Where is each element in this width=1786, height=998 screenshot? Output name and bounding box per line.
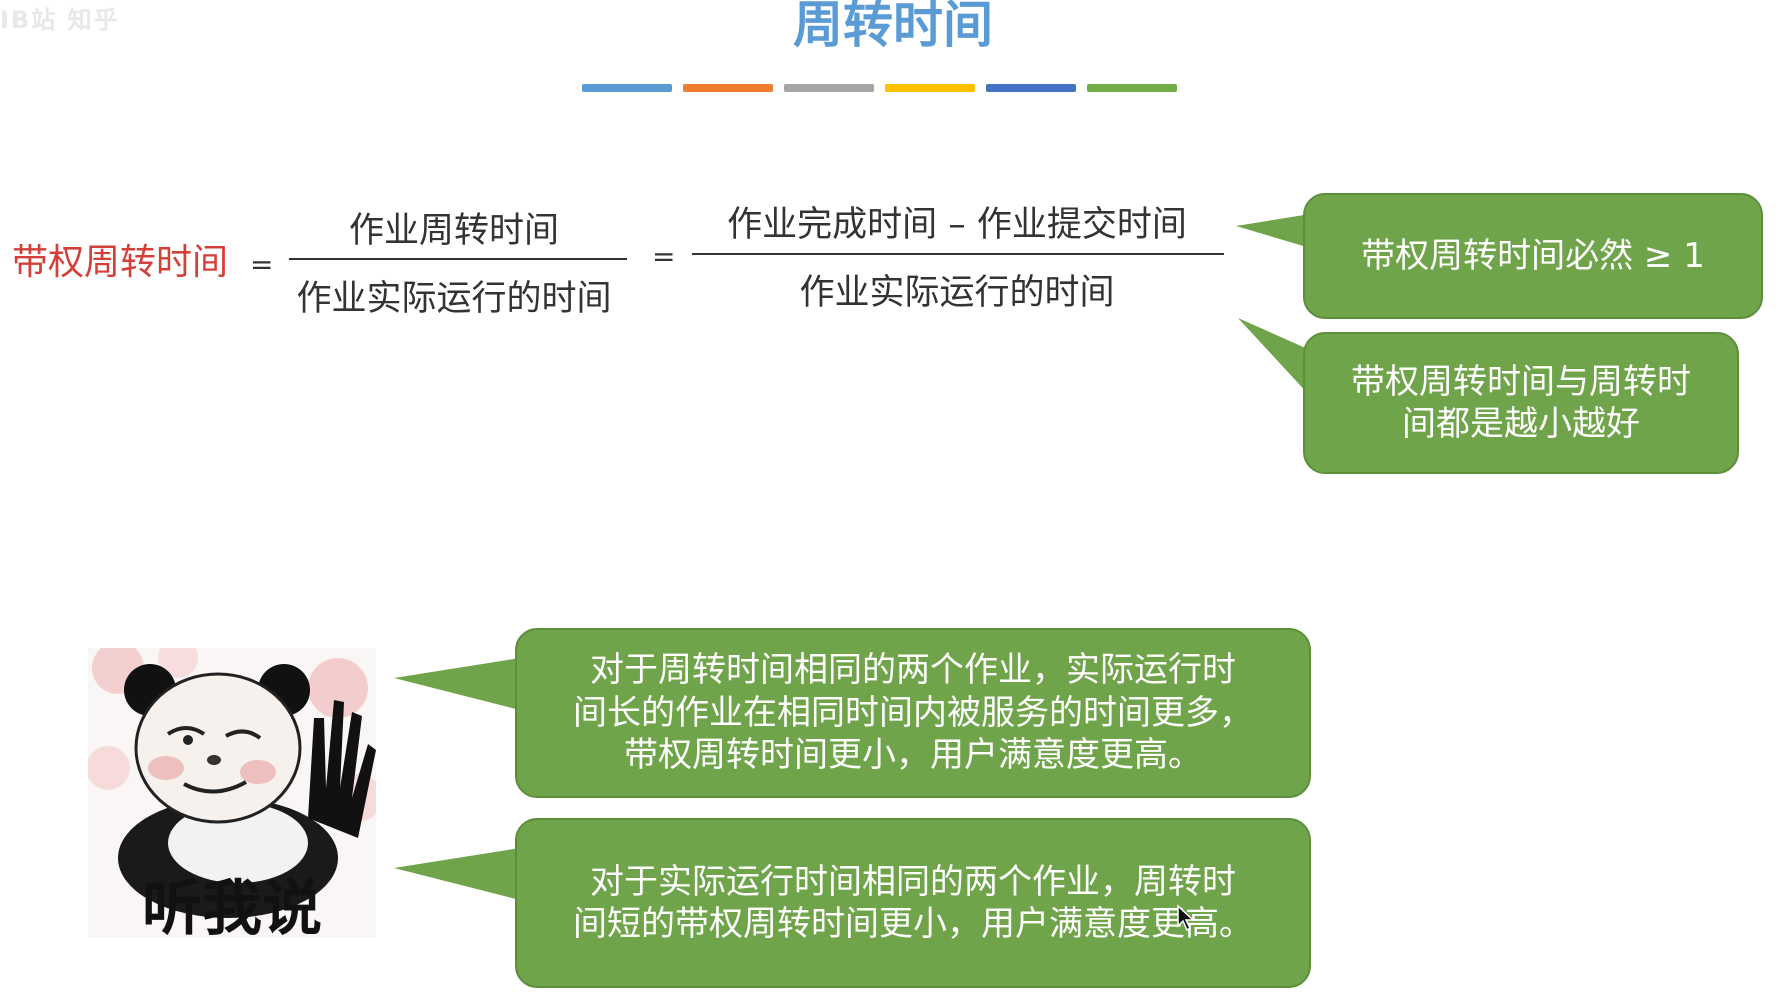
fraction1-denominator: 作业实际运行的时间 (296, 279, 612, 319)
fraction1-bar (289, 258, 627, 260)
fraction2-bar (692, 253, 1224, 255)
bubble3-tail (394, 658, 520, 710)
title-divider (582, 84, 1188, 92)
bubble-text-line: 对于周转时间相同的两个作业，实际运行时 (590, 650, 1236, 691)
speech-bubble-smaller-better: 带权周转时间与周转时 间都是越小越好 (1303, 332, 1739, 474)
divider-segment-4 (885, 84, 975, 92)
panda-meme-icon (88, 648, 376, 918)
divider-segment-5 (986, 84, 1076, 92)
formula-label: 带权周转时间 (12, 242, 229, 283)
equals-sign-1: = (250, 248, 274, 281)
divider-segment-1 (582, 84, 672, 92)
divider-segment-2 (683, 84, 773, 92)
bubble-text-line: 带权周转时间更小，用户满意度更高。 (624, 735, 1202, 776)
fraction1-numerator: 作业周转时间 (348, 211, 559, 251)
bubble-text-line: 带权周转时间与周转时 (1351, 361, 1691, 402)
watermark: IB站 知乎 (0, 6, 120, 34)
bubble4-tail (394, 848, 520, 900)
bubble-text-line: 对于实际运行时间相同的两个作业，周转时 (590, 861, 1236, 902)
bubble-text-line: 间长的作业在相同时间内被服务的时间更多， (573, 692, 1253, 733)
equals-sign-2: = (652, 240, 676, 273)
divider-segment-6 (1087, 84, 1177, 92)
speech-bubble-same-runtime: 对于实际运行时间相同的两个作业，周转时 间短的带权周转时间更小，用户满意度更高。 (515, 818, 1311, 988)
speech-bubble-same-turnaround: 对于周转时间相同的两个作业，实际运行时 间长的作业在相同时间内被服务的时间更多，… (515, 628, 1311, 798)
meme-image: 听我说 (88, 648, 376, 938)
bubble1-tail (1236, 214, 1310, 248)
divider-segment-3 (784, 84, 874, 92)
mouse-cursor-icon (1177, 904, 1195, 932)
meme-caption: 听我说 (142, 874, 322, 938)
fraction2-denominator: 作业实际运行的时间 (799, 273, 1115, 313)
speech-bubble-min-value: 带权周转时间必然 ≥ 1 (1303, 193, 1763, 319)
fraction2-numerator: 作业完成时间 – 作业提交时间 (727, 205, 1187, 245)
bubble2-tail (1238, 318, 1310, 396)
bubble-text-line: 间短的带权周转时间更小，用户满意度更高。 (573, 904, 1253, 944)
bubble-text-line: 间都是越小越好 (1402, 404, 1640, 444)
page-title: 周转时间 (793, 0, 993, 54)
bubble-text: 带权周转时间必然 ≥ 1 (1361, 235, 1705, 276)
